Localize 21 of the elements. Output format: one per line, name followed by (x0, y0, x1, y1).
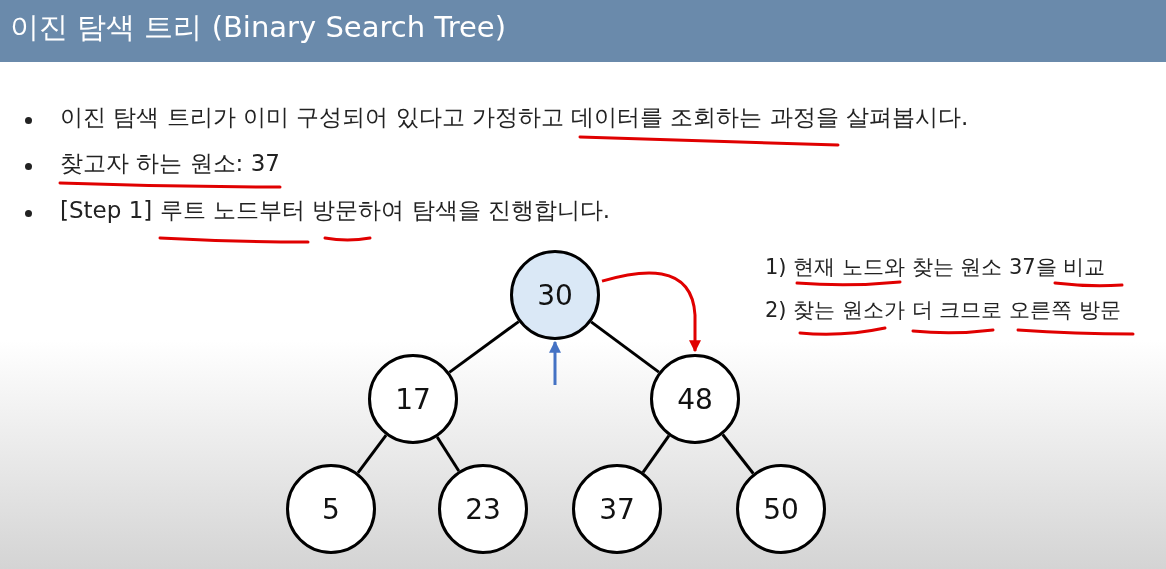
tree-node-circle: 23 (438, 464, 528, 554)
arrow (549, 340, 561, 385)
step-note: 1) 현재 노드와 찾는 원소 37을 비교 (765, 254, 1106, 281)
tree-edge (435, 436, 461, 472)
bullet-text: [Step 1] 루트 노드부터 방문하여 탐색을 진행합니다. (60, 196, 611, 225)
bullet-text: 찾고자 하는 원소: 37 (60, 149, 280, 178)
tree-node-circle: 30 (510, 250, 600, 340)
tree-edge (448, 320, 520, 374)
tree-edge (641, 434, 671, 474)
title: 이진 탐색 트리 (Binary Search Tree) (10, 9, 506, 46)
tree-node-circle: 50 (736, 464, 826, 554)
tree-node-circle: 37 (572, 464, 662, 554)
bullet-text: 이진 탐색 트리가 이미 구성되어 있다고 가정하고 데이터를 조회하는 과정을 살펴봅시다. (60, 103, 969, 132)
tree-node-circle: 48 (650, 354, 740, 444)
tree-node-circle: 17 (368, 354, 458, 444)
tree-node-circle: 5 (286, 464, 376, 554)
step-note: 2) 찾는 원소가 더 크므로 오른쪽 방문 (765, 297, 1121, 324)
tree-edge (356, 434, 388, 474)
tree-edge (721, 433, 755, 475)
arrow (601, 271, 701, 353)
tree-edge (590, 320, 660, 374)
